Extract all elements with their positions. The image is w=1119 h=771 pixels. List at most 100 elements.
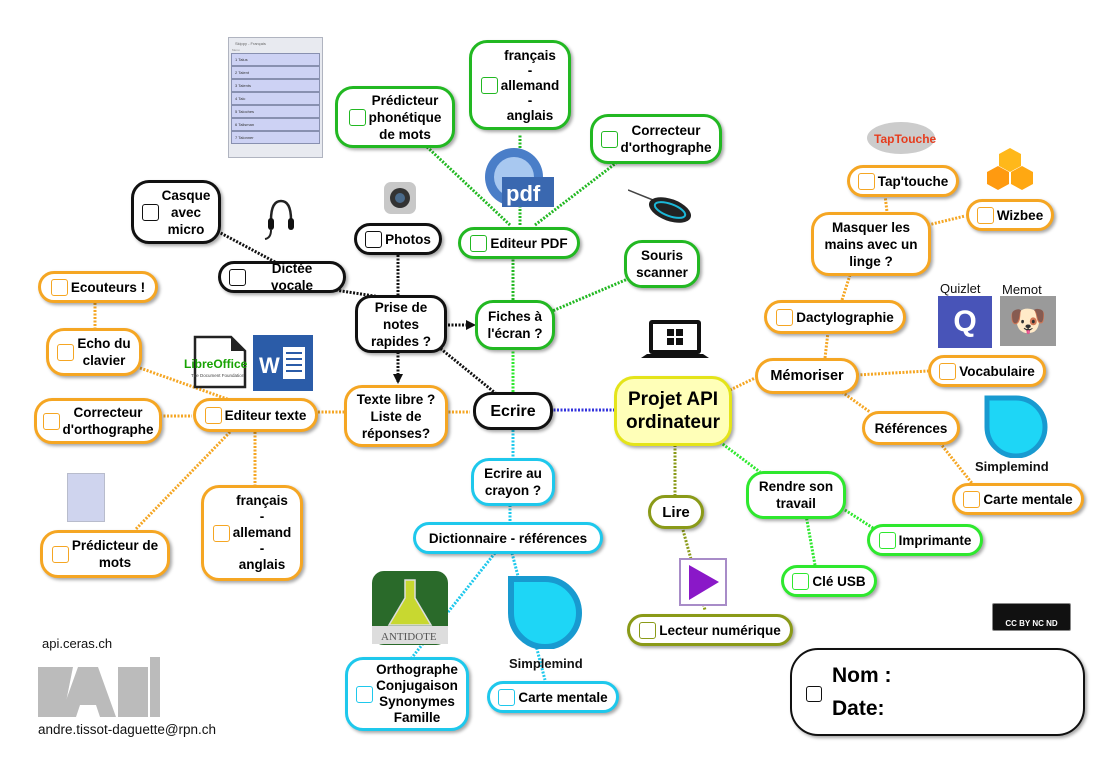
arrow-head — [466, 320, 476, 330]
link — [804, 514, 817, 566]
checkbox[interactable] — [212, 524, 230, 542]
window-title: Skippy - Français — [235, 41, 266, 46]
checkbox[interactable] — [939, 362, 957, 380]
word-icon: W — [253, 335, 313, 391]
link — [840, 274, 852, 301]
node-masquer[interactable]: Masquer les mains avec un linge ? — [811, 212, 931, 276]
checkbox[interactable] — [792, 572, 810, 590]
node-dactylo[interactable]: Dactylographie — [764, 300, 906, 334]
checkbox[interactable] — [806, 686, 822, 702]
checkbox[interactable] — [51, 545, 69, 563]
checkbox[interactable] — [57, 343, 75, 361]
node-correcteur-texte[interactable]: Correcteur d'orthographe — [34, 398, 162, 444]
label: Orthographe Conjugaison Synonymes Famill… — [376, 662, 458, 725]
checkbox[interactable] — [365, 230, 383, 248]
checkbox[interactable] — [963, 490, 981, 508]
checkbox[interactable] — [976, 206, 994, 224]
checkbox[interactable] — [50, 278, 68, 296]
node-editeur-pdf[interactable]: Editeur PDF — [458, 227, 580, 259]
node-casque[interactable]: Casque avec micro — [131, 180, 221, 244]
label: Texte libre ? Liste de réponses? — [356, 391, 436, 441]
node-vocabulaire[interactable]: Vocabulaire — [928, 355, 1046, 387]
libreoffice-sub: The Document Foundation — [191, 373, 245, 378]
predictor-item: 4 Talc — [231, 92, 320, 105]
node-carte-mentale-bottom[interactable]: Carte mentale — [487, 681, 619, 713]
node-texte-libre[interactable]: Texte libre ? Liste de réponses? — [344, 385, 448, 447]
link — [549, 276, 631, 314]
checkbox[interactable] — [498, 688, 516, 706]
center-node[interactable]: Projet API ordinateur — [614, 376, 732, 446]
node-predicteur-phonetique[interactable]: Prédicteur phonétique de mots — [335, 86, 455, 148]
label: Editeur texte — [224, 407, 307, 423]
node-taptouche[interactable]: Tap'touche — [847, 165, 959, 197]
node-prise-notes[interactable]: Prise de notes rapides ? — [355, 295, 447, 353]
node-ecrire-crayon[interactable]: Ecrire au crayon ? — [471, 458, 555, 506]
memot-label: Memot — [1002, 282, 1042, 297]
antidote-icon: ANTIDOTE — [372, 571, 448, 645]
node-langues-texte[interactable]: français - allemand - anglais — [201, 485, 303, 581]
checkbox[interactable] — [348, 108, 366, 126]
node-wizbee[interactable]: Wizbee — [966, 199, 1054, 231]
checkbox[interactable] — [141, 203, 159, 221]
link — [429, 338, 511, 407]
link — [214, 228, 276, 264]
label: Ecouteurs ! — [70, 279, 146, 295]
checkbox[interactable] — [470, 234, 488, 252]
node-references[interactable]: Références — [862, 411, 960, 445]
node-souris[interactable]: Souris scanner — [624, 240, 700, 288]
label: Mémoriser — [770, 367, 844, 384]
label: Dictée vocale — [270, 261, 314, 293]
label: français - allemand - anglais — [500, 47, 560, 123]
checkbox[interactable] — [857, 172, 875, 190]
checkbox[interactable] — [204, 406, 222, 424]
link — [510, 552, 547, 681]
node-echo[interactable]: Echo du clavier — [46, 328, 142, 376]
node-imprimante[interactable]: Imprimante — [867, 524, 983, 556]
checkbox[interactable] — [480, 76, 498, 94]
link — [719, 440, 761, 474]
node-memoriser[interactable]: Mémoriser — [755, 358, 859, 394]
label: Prédicteur phonétique de mots — [368, 92, 442, 142]
node-langues-pdf[interactable]: français - allemand - anglais — [469, 40, 571, 130]
node-orthographe[interactable]: Orthographe Conjugaison Synonymes Famill… — [345, 657, 469, 731]
api-logo — [38, 657, 160, 717]
center-label: Projet API ordinateur — [626, 389, 720, 433]
node-fiches[interactable]: Fiches à l'écran ? — [475, 300, 555, 350]
node-carte-mentale-right[interactable]: Carte mentale — [952, 483, 1084, 515]
pdf-icon: pdf — [485, 148, 554, 207]
window-menu: Menu — [232, 48, 240, 52]
checkbox[interactable] — [356, 685, 374, 703]
node-photos[interactable]: Photos — [354, 223, 442, 255]
website-text[interactable]: api.ceras.ch — [42, 636, 113, 651]
node-lecteur[interactable]: Lecteur numérique — [627, 614, 793, 646]
checkbox[interactable] — [776, 308, 794, 326]
checkbox[interactable] — [600, 130, 618, 148]
pdf-label: pdf — [506, 181, 541, 206]
node-lire[interactable]: Lire — [648, 495, 704, 529]
node-rendre[interactable]: Rendre son travail — [746, 471, 846, 519]
node-dictee[interactable]: Dictée vocale — [218, 261, 346, 293]
node-predicteur-mots[interactable]: Prédicteur de mots — [40, 530, 170, 578]
node-editeur-texte[interactable]: Editeur texte — [193, 398, 318, 432]
node-correcteur-pdf[interactable]: Correcteur d'orthographe — [590, 114, 722, 164]
node-cle-usb[interactable]: Clé USB — [781, 565, 877, 597]
label: Prédicteur de mots — [71, 538, 159, 570]
node-ecouteurs[interactable]: Ecouteurs ! — [38, 271, 158, 303]
checkbox[interactable] — [229, 268, 246, 286]
node-ecrire[interactable]: Ecrire — [473, 392, 553, 430]
node-dictionnaire[interactable]: Dictionnaire - références — [413, 522, 603, 554]
email-text[interactable]: andre.tissot-daguette@rpn.ch — [38, 722, 217, 737]
checkbox[interactable] — [878, 531, 896, 549]
checkbox[interactable] — [639, 621, 657, 639]
checkbox[interactable] — [42, 412, 60, 430]
simplemind-icon — [508, 576, 582, 649]
link — [844, 508, 874, 530]
label: Rendre son travail — [758, 479, 834, 511]
headset-icon — [264, 199, 294, 240]
label: Correcteur d'orthographe — [62, 405, 154, 437]
simplemind-bottom-label: Simplemind — [509, 656, 583, 671]
name-date-box[interactable]: Nom : Date: — [790, 648, 1085, 736]
libreoffice-logo: LibreOffice The Document Foundation — [184, 335, 248, 389]
